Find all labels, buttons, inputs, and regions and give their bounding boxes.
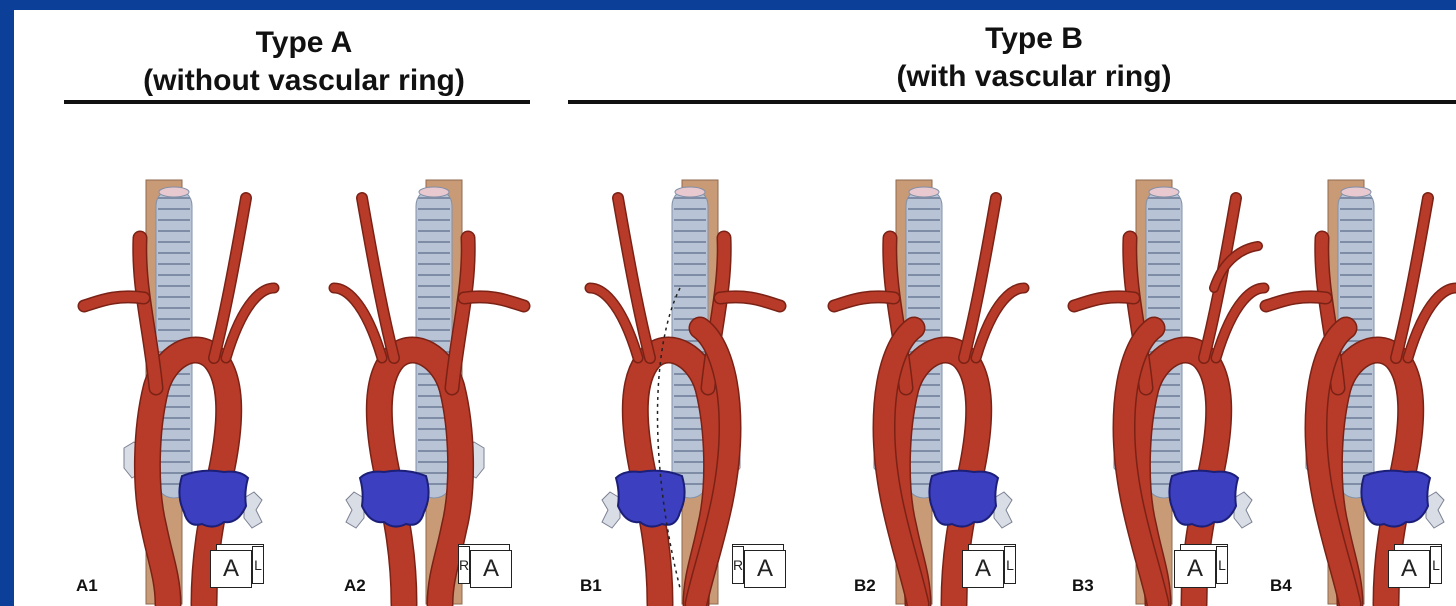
vertebra-mass <box>616 471 685 527</box>
anatomy-illustration <box>54 168 294 606</box>
subclavian-artery <box>720 297 780 306</box>
type-a-heading: Type A (without vascular ring) <box>64 24 544 100</box>
vertebra-mass <box>929 471 998 527</box>
panel-a1 <box>54 168 294 606</box>
type-a-rule <box>64 100 530 104</box>
subclavian-artery <box>84 297 144 306</box>
vertebra-process <box>244 492 262 528</box>
anatomy-illustration <box>314 168 554 606</box>
cube-side-label: L <box>1216 546 1228 584</box>
subclavian-artery <box>1266 297 1326 306</box>
cube-side-label: L <box>1004 546 1016 584</box>
cube-side-label: R <box>458 546 470 584</box>
anatomy-illustration <box>1236 168 1456 606</box>
type-b-subtitle: (with vascular ring) <box>774 58 1294 96</box>
vertebra-process <box>346 492 364 528</box>
panel-label-a1: A1 <box>76 576 98 596</box>
cube-front-label: A <box>744 550 786 588</box>
subclavian-artery <box>834 297 894 306</box>
vertebra-mass <box>1169 471 1238 527</box>
type-a-subtitle: (without vascular ring) <box>64 62 544 100</box>
figure-slide: Type A (without vascular ring) Type B (w… <box>14 10 1456 606</box>
anatomy-illustration <box>804 168 1044 606</box>
panel-b4 <box>1236 168 1456 606</box>
vertebra-process <box>602 492 620 528</box>
vertebra-process <box>1426 492 1444 528</box>
panel-label-a2: A2 <box>344 576 366 596</box>
cube-front-label: A <box>962 550 1004 588</box>
cube-front-label: A <box>470 550 512 588</box>
cube-front-label: A <box>1388 550 1430 588</box>
panel-a2 <box>314 168 554 606</box>
panel-b2 <box>804 168 1044 606</box>
panel-label-b1: B1 <box>580 576 602 596</box>
cube-front-label: A <box>1174 550 1216 588</box>
type-b-rule <box>568 100 1456 104</box>
cube-side-label: L <box>1430 546 1442 584</box>
cube-side-label: R <box>732 546 744 584</box>
vertebra-mass <box>179 471 248 527</box>
vertebra-mass <box>360 471 429 527</box>
subclavian-artery <box>1074 297 1134 306</box>
vertebra-process <box>994 492 1012 528</box>
panel-label-b2: B2 <box>854 576 876 596</box>
panel-b1 <box>570 168 810 606</box>
cube-side-label: L <box>252 546 264 584</box>
type-a-title: Type A <box>256 26 353 59</box>
cube-front-label: A <box>210 550 252 588</box>
anatomy-illustration <box>570 168 810 606</box>
panel-label-b3: B3 <box>1072 576 1094 596</box>
type-b-title: Type B <box>985 22 1083 55</box>
vertebra-mass <box>1361 471 1430 527</box>
type-b-heading: Type B (with vascular ring) <box>774 20 1294 96</box>
panel-label-b4: B4 <box>1270 576 1292 596</box>
subclavian-artery <box>464 297 524 306</box>
